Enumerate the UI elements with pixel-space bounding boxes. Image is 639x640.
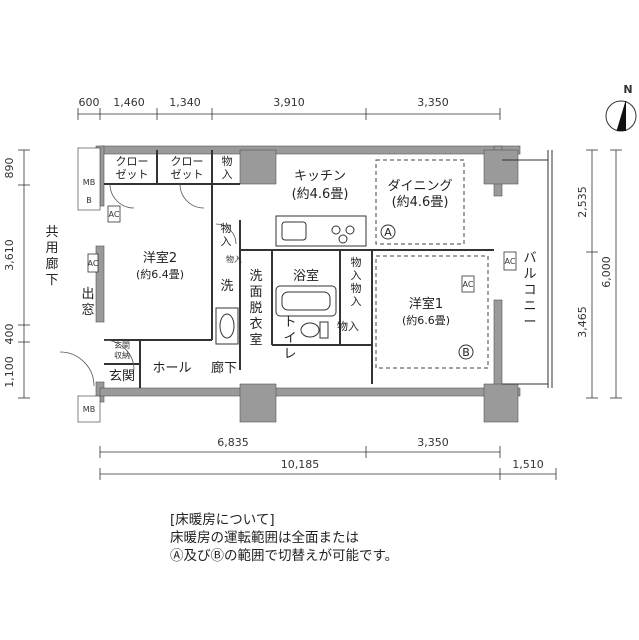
balcony-label-5: ー (523, 315, 536, 330)
dim-left-3: 400 (3, 324, 16, 345)
dressing-label-4: 衣 (249, 316, 262, 332)
compass-icon (605, 100, 637, 132)
dim-bottom-3: 10,185 (281, 458, 320, 471)
bay-window-label-1: 出 (81, 287, 94, 302)
toilet-label-3: レ (283, 347, 296, 362)
shared-corridor-label-3: 廊 (45, 256, 58, 272)
walls (77, 145, 521, 423)
zone-a-label: A (384, 226, 392, 239)
dim-bottom-1: 6,835 (217, 436, 249, 449)
doors (59, 183, 237, 387)
dressing-label-1: 洗 (249, 269, 262, 284)
top-dimensions (77, 108, 501, 120)
ac-label-3: AC (505, 257, 516, 266)
mb-bottom-label: MB (83, 405, 95, 414)
closet-1-label-a: クロー (116, 155, 149, 168)
entrance-label: 玄関 (109, 369, 135, 384)
note-line-2: Ⓐ及びⒷの範囲で切替えが可能です。 (170, 548, 399, 564)
dim-right-1: 2,535 (576, 186, 589, 218)
kitchen-label: キッチン (294, 169, 346, 184)
toilet-label-1: ト (283, 315, 296, 330)
dressing-label-5: 室 (249, 332, 262, 348)
balcony-label-1: バ (523, 251, 536, 266)
wash-label: 洗 (220, 279, 233, 294)
western-room-1-size: (約6.6畳) (402, 313, 450, 327)
zone-b-marker (458, 344, 474, 360)
hall-label: ホール (152, 361, 191, 376)
zone-b-label: B (462, 346, 470, 359)
shared-corridor-label-2: 用 (45, 241, 58, 256)
bathroom-label: 浴室 (293, 268, 319, 284)
dim-left-1: 890 (3, 158, 16, 179)
dim-bottom-4: 1,510 (512, 458, 544, 471)
bottom-dimensions (99, 446, 557, 480)
storage-bath-1-b: 入 (351, 269, 362, 282)
dim-top-2: 1,460 (113, 96, 145, 109)
dim-top-5: 3,350 (417, 96, 449, 109)
dim-left-2: 3,610 (3, 239, 16, 271)
left-dimensions (18, 149, 30, 399)
right-dimensions (586, 149, 622, 399)
storage-wash-1-a: 物 (221, 221, 232, 235)
balcony-label-3: コ (523, 283, 536, 298)
zone-a-marker (380, 224, 396, 240)
balcony-label-4: ニ (523, 299, 536, 314)
dining-size: (約4.6畳) (392, 195, 449, 210)
note-line-1: 床暖房の運転範囲は全面または (170, 530, 359, 546)
dim-top-1: 600 (79, 96, 100, 109)
storage-bath-1-a: 物 (351, 255, 362, 269)
closet-2-label-a: クロー (171, 155, 204, 168)
dim-bottom-2: 3,350 (417, 436, 449, 449)
shared-corridor-label-1: 共 (45, 225, 58, 240)
dim-left-4: 1,100 (3, 356, 16, 388)
entrance-storage-label-a: 玄関 (114, 340, 130, 350)
compass-north-label: N (623, 83, 632, 96)
western-room-1-label: 洋室1 (409, 296, 443, 312)
storage-bath-2-b: 入 (351, 295, 362, 308)
dim-right-2: 3,465 (576, 306, 589, 338)
toilet-label-2: イ (283, 331, 296, 346)
kitchen-size: (約4.6畳) (292, 187, 349, 202)
washbasin (215, 307, 239, 345)
western-room-2-label: 洋室2 (143, 250, 177, 266)
bathtub (275, 285, 337, 317)
dim-top-4: 3,910 (273, 96, 305, 109)
heating-zones (375, 159, 489, 369)
closet-1-label-b: ゼット (116, 168, 149, 181)
dressing-label-3: 脱 (249, 301, 262, 316)
dim-top-3: 1,340 (169, 96, 201, 109)
mb-top-label: MB (83, 178, 95, 187)
interior-walls (104, 150, 494, 388)
corridor-label: 廊下 (211, 360, 237, 376)
storage-top-label-b: 入 (222, 168, 233, 181)
kitchen-counter (275, 215, 367, 247)
storage-wash-1-b: 入 (221, 235, 232, 248)
storage-bath-2-a: 物 (351, 281, 362, 295)
closet-2-label-b: ゼット (171, 168, 204, 181)
storage-top-label-a: 物 (222, 154, 233, 168)
western-room-2-size: (約6.4畳) (136, 267, 184, 281)
ac-label-4: AC (463, 280, 474, 289)
toilet-fixture (300, 321, 329, 339)
entrance-storage-label-b: 収納 (114, 350, 130, 360)
dining-label: ダイニング (387, 179, 452, 194)
shared-corridor-label-4: 下 (45, 273, 58, 288)
bay-window-label-2: 窓 (81, 302, 94, 318)
b-label: B (86, 196, 92, 205)
dressing-label-2: 面 (249, 285, 262, 300)
ac-label-1: AC (109, 210, 120, 219)
storage-wash-2: 物入 (226, 254, 242, 264)
ac-label-2: AC (88, 259, 99, 268)
note-heading: [床暖房について] (170, 512, 275, 528)
storage-toilet: 物入 (337, 319, 359, 333)
dim-right-total: 6,000 (600, 256, 613, 288)
balcony-label-2: ル (523, 267, 536, 282)
balcony-rail (502, 150, 553, 388)
ac-markers (87, 205, 517, 293)
